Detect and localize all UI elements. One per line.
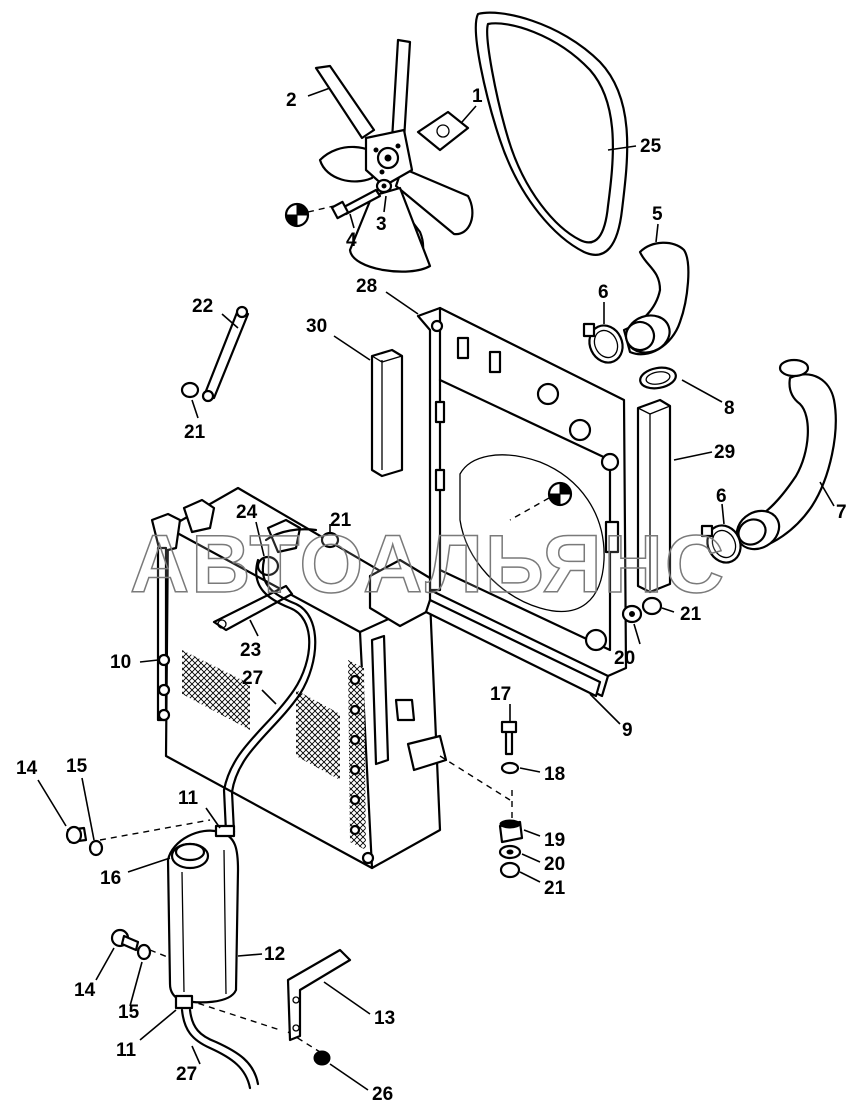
fan-part (314, 38, 474, 273)
radiator-part (150, 486, 448, 870)
callout-21-bottom: 21 (544, 878, 566, 899)
callout-14-lower: 14 (74, 980, 96, 1001)
callout-8: 8 (724, 398, 735, 419)
callout-20-right: 20 (614, 648, 635, 669)
callout-15-lower: 15 (118, 1002, 140, 1023)
watermark-text: АВТОАЛЬЯНС (130, 519, 726, 610)
fan-shroud-part (416, 306, 628, 698)
hose-clamp-lower-part (700, 524, 742, 564)
callout-13: 13 (374, 1008, 395, 1029)
leader-lines (37, 87, 835, 1091)
bolt-14-lower-part (110, 928, 140, 952)
callout-28: 28 (356, 276, 377, 297)
expansion-tank-part (166, 824, 240, 1010)
hose-clamp-top-right-part (778, 358, 810, 378)
callout-16: 16 (100, 868, 121, 889)
spacer-plate-part (416, 110, 470, 152)
callout-4: 4 (346, 230, 357, 251)
callout-25: 25 (640, 136, 662, 157)
bolt-17-part (500, 720, 518, 756)
callout-11-upper: 11 (178, 788, 199, 809)
callout-30: 30 (306, 316, 327, 337)
callout-22: 22 (192, 296, 213, 317)
hose-clamp-8-part (639, 366, 677, 390)
callout-3: 3 (376, 214, 387, 235)
nut-21-right-part (641, 596, 663, 616)
nut-21-bottom-part (499, 861, 521, 879)
nut-26-part (313, 1050, 331, 1066)
callout-1: 1 (472, 86, 483, 107)
callout-27-upper: 27 (242, 668, 263, 689)
overflow-tube-lower-part (180, 1008, 252, 1090)
callout-5: 5 (652, 204, 663, 225)
callout-24: 24 (236, 502, 258, 523)
callout-19: 19 (544, 830, 565, 851)
callout-21-radiator: 21 (330, 510, 352, 531)
bolt-14-upper-part (65, 825, 88, 845)
callout-7: 7 (836, 502, 847, 523)
callout-6-upper: 6 (598, 282, 609, 303)
callout-27-lower: 27 (176, 1064, 197, 1085)
washer-20-bottom-part (498, 844, 522, 860)
washer-20-right-part (621, 604, 643, 624)
callout-21-top-left: 21 (184, 422, 206, 443)
callout-21-right: 21 (680, 604, 702, 625)
callout-14-upper: 14 (16, 758, 38, 779)
callout-26: 26 (372, 1084, 393, 1105)
stay-rod-part (201, 305, 250, 403)
fan-bolt-part (330, 188, 382, 220)
callout-2: 2 (286, 90, 297, 111)
washer-15-upper-part (88, 839, 104, 857)
washer-18-part (500, 761, 520, 775)
callout-15-upper: 15 (66, 756, 88, 777)
callout-17: 17 (490, 684, 511, 705)
shroud-center-mark-icon (547, 481, 573, 507)
bottom-seal-9-part (424, 598, 602, 698)
washer-15-lower-part (136, 943, 152, 961)
callout-29: 29 (714, 442, 735, 463)
callout-6-lower: 6 (716, 486, 727, 507)
callout-23: 23 (240, 640, 261, 661)
lower-hose-part (735, 373, 837, 551)
callout-10: 10 (110, 652, 131, 673)
center-mark-icon (284, 202, 310, 228)
overflow-tube-upper-part (222, 558, 311, 834)
callout-18: 18 (544, 764, 565, 785)
rubber-mount-19-part (498, 819, 524, 844)
fan-belt-part (474, 11, 629, 256)
callout-9: 9 (622, 720, 633, 741)
callout-11-lower: 11 (116, 1040, 137, 1061)
callout-12: 12 (264, 944, 285, 965)
tank-bracket-13-part (286, 948, 352, 1042)
upper-hose-part (622, 241, 690, 356)
hose-clamp-upper-part (582, 322, 624, 364)
fan-washer-part (375, 178, 393, 194)
callout-20-bottom: 20 (544, 854, 565, 875)
seal-strip-29-part (636, 398, 672, 594)
bracket-23-part (212, 584, 294, 632)
seal-strip-30-part (370, 348, 404, 478)
nut-21-top-left-part (180, 381, 200, 399)
callout-labels: 1 2 3 4 25 5 22 28 30 6 8 21 29 6 7 24 2… (16, 86, 847, 1105)
